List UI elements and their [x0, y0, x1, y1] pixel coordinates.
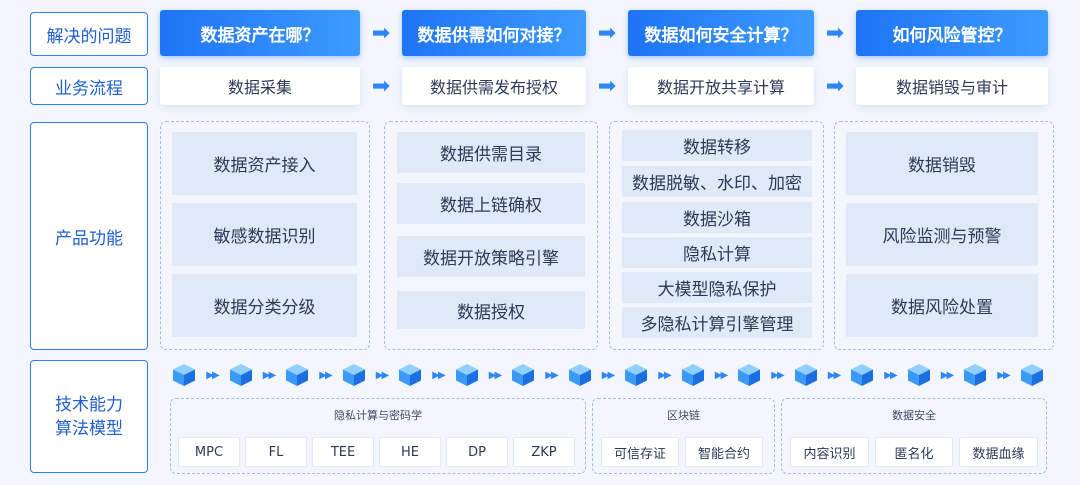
right-arrow-icon: ➡ [371, 20, 391, 46]
cube-icon [285, 363, 309, 387]
tech-panel-security [781, 398, 1047, 474]
double-chevron-icon: ▶▶ [488, 369, 502, 381]
double-chevron-icon: ▶▶ [432, 369, 445, 381]
cube-icon [681, 363, 705, 387]
cube-icon [963, 363, 987, 387]
product-item: 敏感数据识别 [172, 203, 357, 266]
cube-icon [342, 363, 366, 387]
product-item: 数据开放策略引擎 [397, 236, 585, 277]
product-panel-1 [160, 121, 370, 350]
cube-icon [794, 363, 818, 387]
process-step-2: 数据供需发布授权 [402, 67, 586, 105]
tech-chip-smart-contract: 智能合约 [685, 437, 763, 467]
tech-chip-fl: FL [245, 437, 307, 467]
row-label-process: 业务流程 [30, 67, 148, 105]
double-chevron-icon: ▶▶ [771, 369, 784, 381]
process-step-3: 数据开放共享计算 [628, 67, 814, 105]
cube-icon [624, 363, 648, 387]
product-item: 数据资产接入 [172, 132, 357, 195]
product-item: 数据脱敏、水印、加密 [622, 166, 812, 197]
product-item: 数据销毁 [846, 132, 1038, 195]
question-box-1: 数据资产在哪？ [160, 10, 360, 56]
tech-chip-tee: TEE [312, 437, 374, 467]
cube-icon [568, 363, 592, 387]
cube-icon [511, 363, 535, 387]
double-chevron-icon: ▶▶ [827, 369, 841, 381]
right-arrow-icon: ➡ [597, 73, 617, 99]
product-item: 大模型隐私保护 [622, 272, 812, 303]
cube-icon [737, 363, 761, 387]
tech-group-title: 数据安全 [892, 409, 936, 422]
question-box-2: 数据供需如何对接？ [402, 10, 586, 56]
product-item: 数据沙箱 [622, 202, 812, 233]
row-label-tech-line1: 技术能力 [55, 394, 123, 415]
right-arrow-icon: ➡ [825, 73, 845, 99]
tech-chip-zkp: ZKP [513, 437, 575, 467]
product-item: 数据供需目录 [397, 132, 585, 173]
question-box-3: 数据如何安全计算？ [628, 10, 814, 56]
double-chevron-icon: ▶▶ [319, 369, 332, 381]
row-label-product: 产品功能 [30, 122, 148, 350]
right-arrow-icon: ➡ [825, 20, 845, 46]
tech-chip-anonymization: 匿名化 [875, 437, 953, 467]
row-label-tech: 技术能力 算法模型 [30, 360, 148, 473]
row-label-tech-line2: 算法模型 [55, 418, 123, 439]
process-step-1: 数据采集 [160, 67, 360, 105]
double-chevron-icon: ▶▶ [601, 369, 615, 381]
tech-panel-blockchain [592, 398, 775, 474]
product-panel-3 [609, 121, 824, 350]
product-item: 风险监测与预警 [846, 203, 1038, 266]
cube-icon [398, 363, 422, 387]
product-item: 隐私计算 [622, 237, 812, 268]
double-chevron-icon: ▶▶ [884, 369, 897, 381]
double-chevron-icon: ▶▶ [658, 369, 671, 381]
tech-chip-evidence: 可信存证 [601, 437, 679, 467]
product-item: 数据风险处置 [846, 274, 1038, 337]
right-arrow-icon: ➡ [371, 73, 391, 99]
cube-icon [907, 363, 931, 387]
process-step-4: 数据销毁与审计 [856, 67, 1048, 105]
double-chevron-icon: ▶▶ [262, 369, 276, 381]
cube-icon [455, 363, 479, 387]
product-item: 数据上链确权 [397, 183, 585, 224]
tech-panel-privacy [170, 398, 586, 474]
cube-icon [172, 363, 196, 387]
product-item: 数据分类分级 [172, 274, 357, 337]
cube-icon [850, 363, 874, 387]
product-panel-2 [384, 121, 598, 350]
tech-chip-dp: DP [446, 437, 508, 467]
tech-chip-he: HE [379, 437, 441, 467]
double-chevron-icon: ▶▶ [997, 369, 1010, 381]
tech-group-title: 区块链 [667, 409, 700, 422]
double-chevron-icon: ▶▶ [940, 369, 954, 381]
product-item: 数据转移 [622, 130, 812, 161]
tech-chip-lineage: 数据血缘 [959, 437, 1038, 467]
double-chevron-icon: ▶▶ [714, 369, 728, 381]
right-arrow-icon: ➡ [597, 20, 617, 46]
tech-chip-content-recognition: 内容识别 [790, 437, 869, 467]
double-chevron-icon: ▶▶ [375, 369, 389, 381]
row-label-problem: 解决的问题 [30, 12, 148, 56]
tech-group-title: 隐私计算与密码学 [334, 409, 422, 422]
product-item: 数据授权 [397, 291, 585, 329]
tech-chip-mpc: MPC [178, 437, 240, 467]
question-box-4: 如何风险管控？ [856, 10, 1048, 56]
double-chevron-icon: ▶▶ [206, 369, 219, 381]
cube-icon [229, 363, 253, 387]
product-item: 多隐私计算引擎管理 [622, 307, 812, 338]
product-panel-4 [834, 121, 1054, 350]
double-chevron-icon: ▶▶ [545, 369, 558, 381]
cube-icon [1020, 363, 1044, 387]
